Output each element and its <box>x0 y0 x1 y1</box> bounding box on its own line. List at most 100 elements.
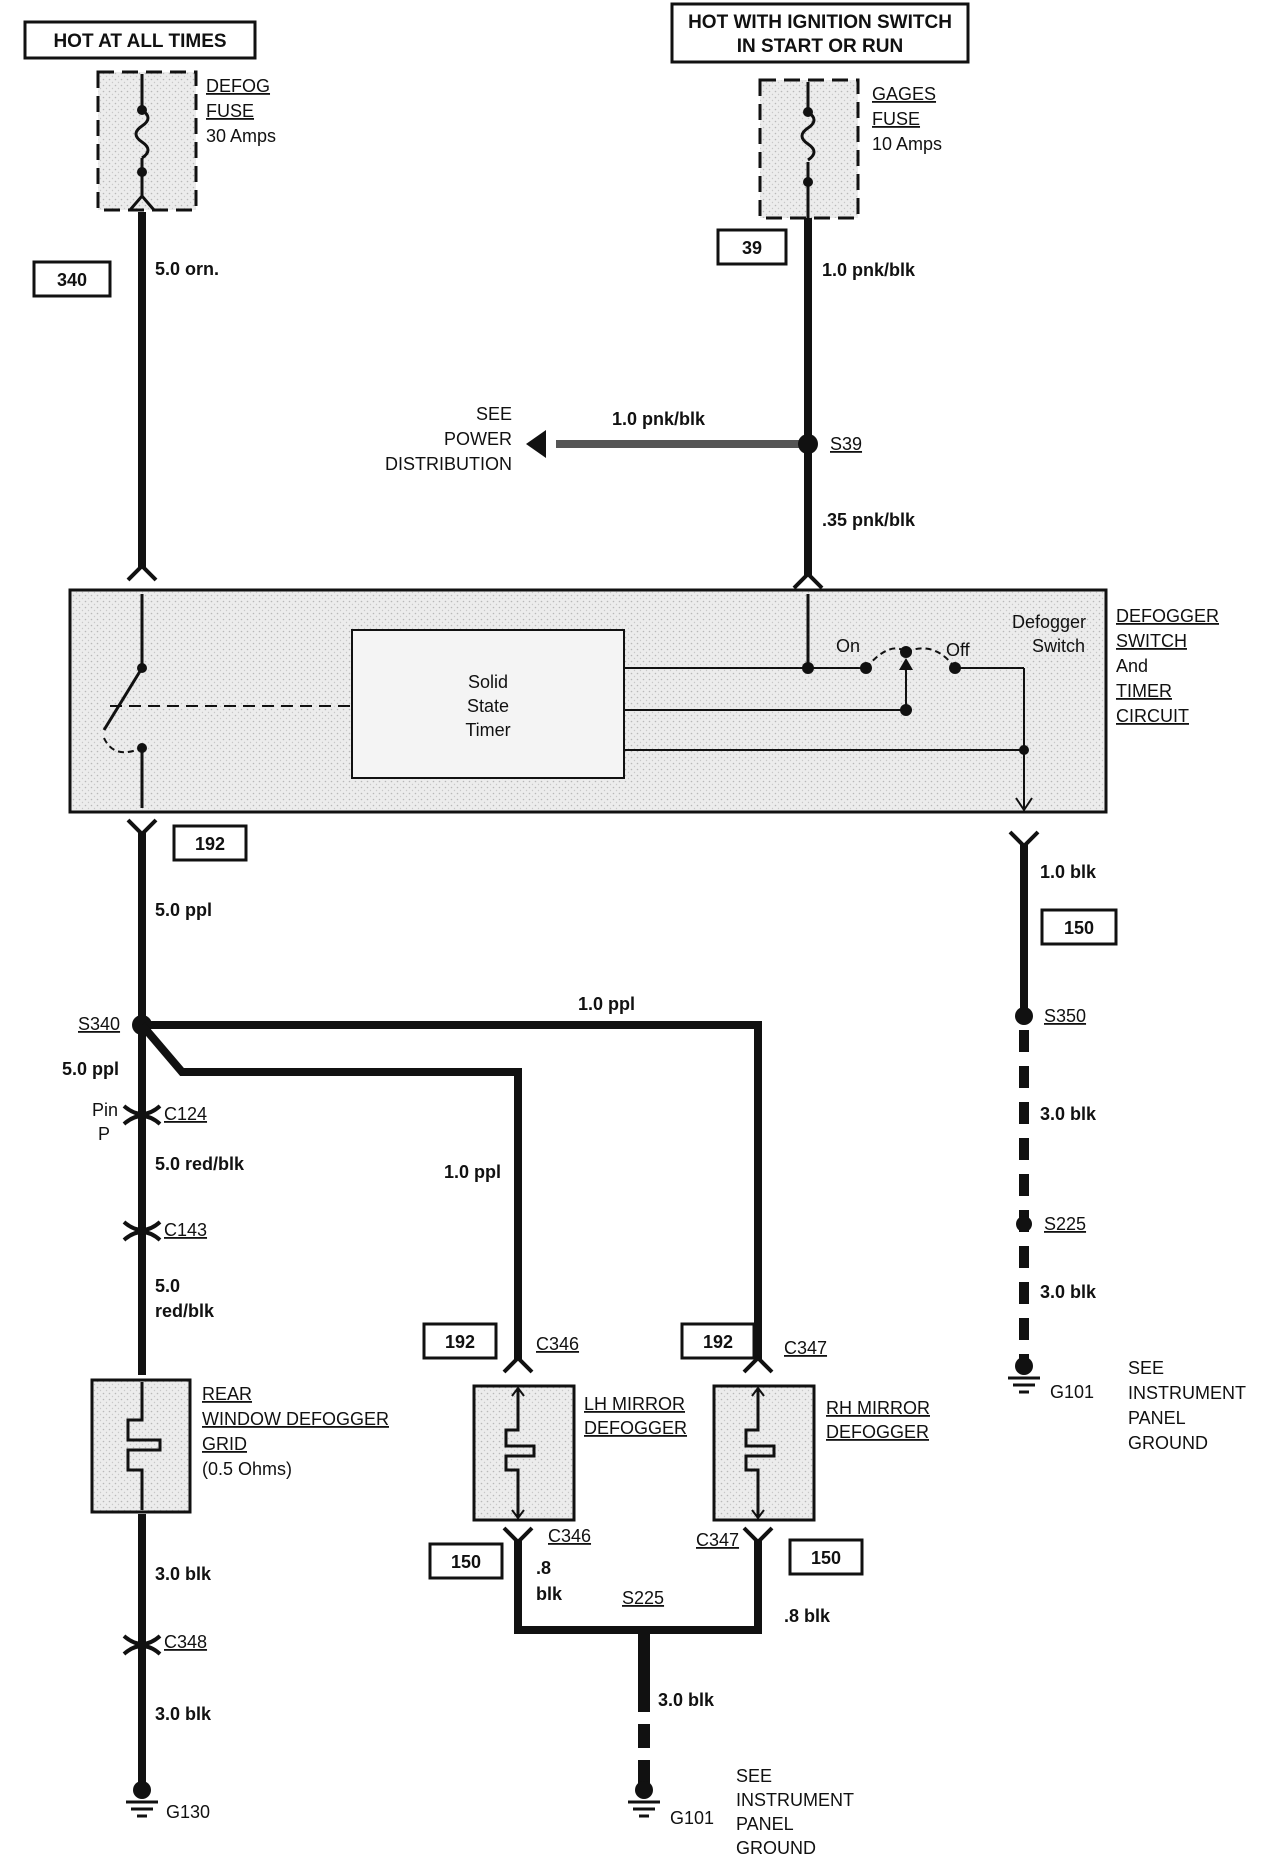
module-title-line3: And <box>1116 656 1148 676</box>
ipg-right-line3: PANEL <box>1128 1408 1186 1428</box>
connector-c347-top-label: C347 <box>784 1338 827 1358</box>
circuit-box-150-rh: 150 <box>788 1538 864 1576</box>
wire-orn-label: 5.0 orn. <box>155 259 219 279</box>
connector-c346-bottom-label: C346 <box>548 1526 591 1546</box>
ipg-right-line1: SEE <box>1128 1358 1164 1378</box>
wire-ppl-rh-branch <box>142 1021 762 1360</box>
wire-blk-ground-label: 1.0 blk <box>1040 862 1097 882</box>
rh-mirror-label-line1: RH MIRROR <box>826 1398 930 1418</box>
splice-s225-bottom-label: S225 <box>622 1588 664 1608</box>
rh-mirror-label-line2: DEFOGGER <box>826 1422 929 1442</box>
defogger-switch-module <box>68 588 1108 814</box>
module-title-line2: SWITCH <box>1116 631 1187 651</box>
circuit-box-192-main: 192 <box>172 824 248 862</box>
circuit-340-label: 340 <box>57 270 87 290</box>
defog-fuse-rating: 30 Amps <box>206 126 276 146</box>
wire-blk-a-label: 3.0 blk <box>155 1564 212 1584</box>
gages-fuse-rating: 10 Amps <box>872 134 942 154</box>
module-title-line5: CIRCUIT <box>1116 706 1189 726</box>
ipg-right-line2: INSTRUMENT <box>1128 1383 1246 1403</box>
wire-ppl-below-label: 5.0 ppl <box>62 1059 119 1079</box>
wire-pnkblk-branch <box>526 430 818 458</box>
circuit-39-label: 39 <box>742 238 762 258</box>
wire-pnkblk-branch-label: 1.0 pnk/blk <box>612 409 706 429</box>
ground-g130-label: G130 <box>166 1802 210 1822</box>
pin-label-line2: P <box>98 1124 110 1144</box>
timer-label-line3: Timer <box>465 720 510 740</box>
wire-blk-rh-label: .8 blk <box>784 1606 831 1626</box>
circuit-192-lh-label: 192 <box>445 1332 475 1352</box>
wire-blk-mirror-label: 3.0 blk <box>658 1690 715 1710</box>
rear-window-defogger-grid <box>90 1378 192 1514</box>
power-distribution-ref-line2: POWER <box>444 429 512 449</box>
ipg-bottom-line4: GROUND <box>736 1838 816 1858</box>
wire-blk-lh-label-a: .8 <box>536 1558 551 1578</box>
lh-mirror-label-line1: LH MIRROR <box>584 1394 685 1414</box>
connector-c348-label: C348 <box>164 1632 207 1652</box>
circuit-150-lh-label: 150 <box>451 1552 481 1572</box>
power-distribution-ref-line1: SEE <box>476 404 512 424</box>
ground-g101-bottom-label: G101 <box>670 1808 714 1828</box>
circuit-box-150-lh: 150 <box>428 1542 504 1580</box>
pin-label-line1: Pin <box>92 1100 118 1120</box>
wire-switch-ground <box>1008 830 1040 1394</box>
rear-grid-label-line1: REAR <box>202 1384 252 1404</box>
circuit-150-rh-label: 150 <box>811 1548 841 1568</box>
defogger-switch-internal-line2: Switch <box>1032 636 1085 656</box>
rear-grid-label-line4: (0.5 Ohms) <box>202 1459 292 1479</box>
gages-fuse-label-line2: FUSE <box>872 109 920 129</box>
connector-c124-label: C124 <box>164 1104 207 1124</box>
hot-ignition-box: HOT WITH IGNITION SWITCH IN START OR RUN <box>670 2 970 64</box>
timer-label-line1: Solid <box>468 672 508 692</box>
lh-mirror-label-line2: DEFOGGER <box>584 1418 687 1438</box>
switch-off-label: Off <box>946 640 971 660</box>
splice-s350-label: S350 <box>1044 1006 1086 1026</box>
wire-pnkblk-top-label: 1.0 pnk/blk <box>822 260 916 280</box>
switch-on-label: On <box>836 636 860 656</box>
wire-ppl-rh-label: 1.0 ppl <box>578 994 635 1014</box>
power-distribution-ref-line3: DISTRIBUTION <box>385 454 512 474</box>
rear-grid-label-line2: WINDOW DEFOGGER <box>202 1409 389 1429</box>
rear-grid-label-line3: GRID <box>202 1434 247 1454</box>
defog-fuse <box>96 70 198 212</box>
circuit-192-rh-label: 192 <box>703 1332 733 1352</box>
splice-s340-label: S340 <box>78 1014 120 1034</box>
gages-fuse-label-line1: GAGES <box>872 84 936 104</box>
gages-fuse <box>758 78 860 220</box>
wire-mirror-grounds <box>502 1526 774 1818</box>
defog-fuse-label-line1: DEFOG <box>206 76 270 96</box>
ipg-bottom-line1: SEE <box>736 1766 772 1786</box>
wire-redblk-label-b: red/blk <box>155 1301 215 1321</box>
wire-blk-lh-label-b: blk <box>536 1584 563 1604</box>
wire-blk-b-label: 3.0 blk <box>155 1704 212 1724</box>
wire-ppl-lh-branch <box>138 1022 522 1360</box>
wire-pnkblk-035-label: .35 pnk/blk <box>822 510 916 530</box>
hot-ignition-label-line1: HOT WITH IGNITION SWITCH <box>688 12 952 33</box>
connector-c143-label: C143 <box>164 1220 207 1240</box>
wire-redblk-label: 5.0 red/blk <box>155 1154 245 1174</box>
circuit-192-main-label: 192 <box>195 834 225 854</box>
connector-c347-bottom-label: C347 <box>696 1530 739 1550</box>
lh-mirror-defogger <box>472 1355 576 1522</box>
circuit-150-ground-label: 150 <box>1064 918 1094 938</box>
wire-rear-grid-feed <box>122 1025 162 1375</box>
circuit-box-39: 39 <box>716 228 788 266</box>
hot-at-all-times-box: HOT AT ALL TIMES <box>23 20 257 60</box>
hot-ignition-label-line2: IN START OR RUN <box>737 36 903 57</box>
defog-fuse-label-line2: FUSE <box>206 101 254 121</box>
splice-s225-right-label: S225 <box>1044 1214 1086 1234</box>
ipg-right-line4: GROUND <box>1128 1433 1208 1453</box>
splice-s39-label: S39 <box>830 434 862 454</box>
hot-at-all-times-label: HOT AT ALL TIMES <box>53 31 226 52</box>
module-title-line4: TIMER <box>1116 681 1172 701</box>
wire-ppl-lh-label: 1.0 ppl <box>444 1162 501 1182</box>
wire-ppl-main <box>126 818 158 1035</box>
connector-c346-top-label: C346 <box>536 1334 579 1354</box>
timer-label-line2: State <box>467 696 509 716</box>
ipg-bottom-line2: INSTRUMENT <box>736 1790 854 1810</box>
defogger-switch-internal-line1: Defogger <box>1012 612 1086 632</box>
module-title-line1: DEFOGGER <box>1116 606 1219 626</box>
wire-blk-ground-a-label: 3.0 blk <box>1040 1104 1097 1124</box>
wire-blk-ground-b-label: 3.0 blk <box>1040 1282 1097 1302</box>
